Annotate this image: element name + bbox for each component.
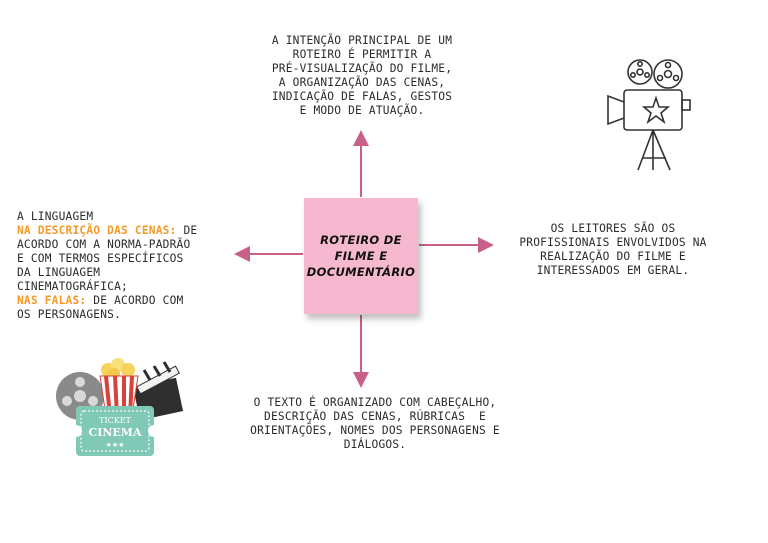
left-highlight-speech: NAS FALAS: bbox=[17, 294, 87, 307]
left-highlight-scenes: NA DESCRIÇÃO DAS CENAS: bbox=[17, 224, 177, 237]
right-text: OS LEITORES SÃO OS PROFISSIONAIS ENVOLVI… bbox=[519, 222, 707, 277]
left-line1: A LINGUAGEM bbox=[17, 210, 94, 223]
ticket-label-1: TICKET bbox=[99, 416, 131, 425]
left-rest1: ACORDO COM A NORMA-PADRÃO E COM TERMOS E… bbox=[17, 238, 191, 293]
cinema-illustration: TICKET CINEMA ★★★ bbox=[56, 358, 184, 456]
ticket-label-2: CINEMA bbox=[88, 426, 142, 439]
top-text: A INTENÇÃO PRINCIPAL DE UM ROTEIRO É PER… bbox=[271, 34, 453, 117]
left-after1: DE bbox=[176, 224, 198, 237]
center-title: ROTEIRO DE FILME E DOCUMENTÁRIO bbox=[306, 233, 416, 279]
left-rest2: OS PERSONAGENS. bbox=[17, 308, 122, 321]
left-after2: DE ACORDO COM bbox=[86, 294, 184, 307]
bottom-text: O TEXTO É ORGANIZADO COM CABEÇALHO, DESC… bbox=[250, 396, 500, 451]
center-sticky-note: ROTEIRO DE FILME E DOCUMENTÁRIO bbox=[304, 198, 418, 314]
cinema-ticket-icon: TICKET CINEMA ★★★ bbox=[70, 406, 160, 456]
left-text: A LINGUAGEM NA DESCRIÇÃO DAS CENAS: DE A… bbox=[17, 210, 242, 322]
movie-camera-icon bbox=[607, 59, 691, 171]
ticket-stars: ★★★ bbox=[106, 441, 125, 449]
